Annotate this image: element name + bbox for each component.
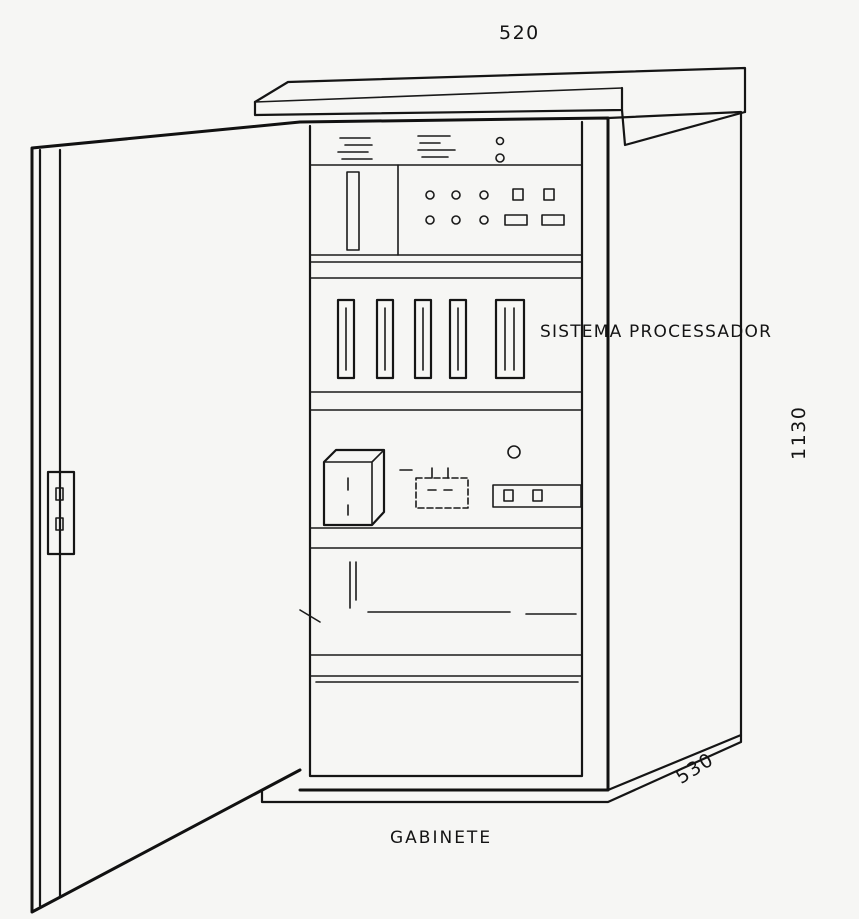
lower-compartment [309, 561, 583, 683]
shelf-1 [309, 261, 583, 279]
shelf-3 [309, 527, 583, 549]
cabinet-door [30, 120, 321, 914]
power-equipment [322, 445, 582, 527]
width-dimension: 520 [499, 22, 540, 44]
height-dimension: 1130 [788, 405, 810, 460]
shelf-2 [309, 391, 583, 411]
diagram-title: GABINETE [390, 828, 493, 848]
processor-label: SISTEMA PROCESSADOR [540, 322, 773, 342]
control-unit [309, 135, 583, 256]
processor-cards [336, 298, 526, 380]
cabinet-body [260, 110, 743, 804]
cabinet-roof [253, 66, 747, 147]
